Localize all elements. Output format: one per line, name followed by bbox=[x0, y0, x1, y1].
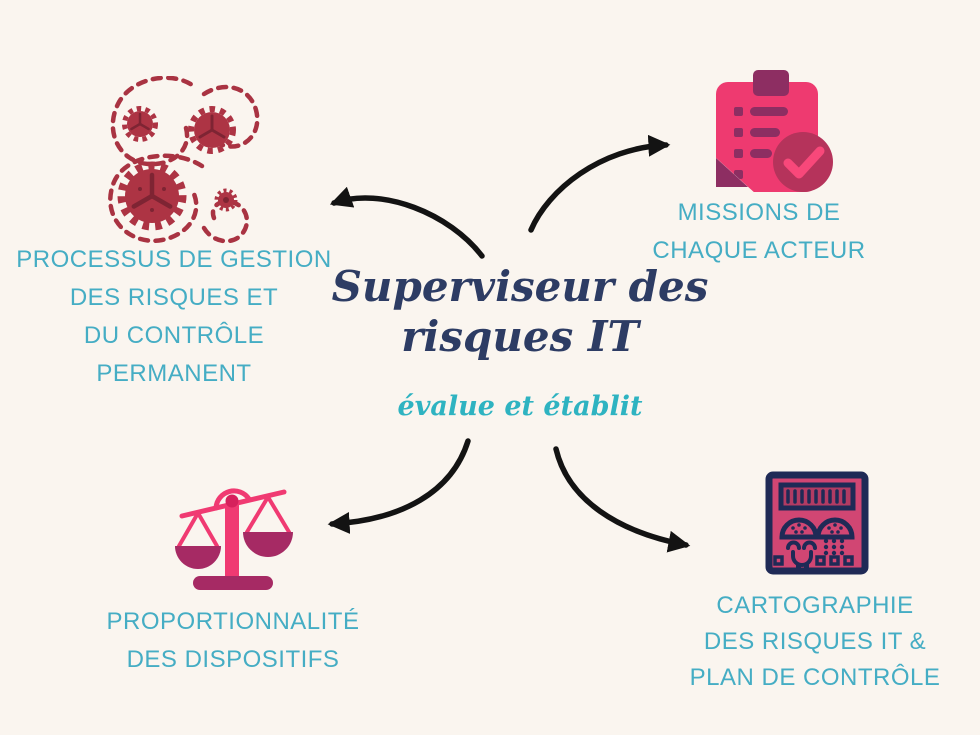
label-line: DES DISPOSITIFS bbox=[126, 646, 340, 673]
scale-pan-right bbox=[243, 532, 293, 557]
gears-process-icon bbox=[108, 76, 260, 244]
label-proportionnalite: PROPORTIONNALITÉ DES DISPOSITIFS bbox=[66, 603, 400, 679]
label-line: CHAQUE ACTEUR bbox=[652, 237, 866, 264]
center-title-line2: risques IT bbox=[401, 312, 639, 361]
center-title: Superviseur des risques IT bbox=[310, 262, 730, 362]
label-line: PLAN DE CONTRÔLE bbox=[689, 664, 941, 691]
gauge-dome-right bbox=[815, 517, 855, 540]
gear-large-bottom-left bbox=[117, 161, 187, 231]
gear-tiny-bottom-right bbox=[214, 188, 238, 212]
page-fold-flap bbox=[716, 158, 748, 187]
clipboard-check-icon bbox=[714, 70, 833, 194]
label-line: DES RISQUES ET bbox=[69, 284, 279, 311]
check-badge bbox=[773, 132, 833, 192]
label-line: MISSIONS DE bbox=[677, 199, 841, 226]
label-cartographie: CARTOGRAPHIE DES RISQUES IT & PLAN DE CO… bbox=[653, 588, 977, 696]
arrow-to-top-right bbox=[528, 134, 671, 233]
gauge-dome-left bbox=[779, 517, 819, 540]
center-node: Superviseur des risques IT évalue et éta… bbox=[310, 262, 730, 424]
label-line: PERMANENT bbox=[96, 360, 252, 387]
label-line: PROCESSUS DE GESTION bbox=[16, 246, 332, 273]
gear-small-top-left bbox=[122, 106, 158, 142]
center-title-line1: Superviseur des bbox=[331, 262, 709, 311]
center-subtitle: évalue et établit bbox=[397, 391, 643, 422]
label-processus-gestion: PROCESSUS DE GESTION DES RISQUES ET DU C… bbox=[8, 241, 340, 393]
check-mark bbox=[783, 146, 825, 179]
label-line: PROPORTIONNALITÉ bbox=[106, 608, 360, 635]
label-missions-acteur: MISSIONS DE CHAQUE ACTEUR bbox=[598, 194, 920, 270]
control-panel-icon bbox=[765, 471, 869, 575]
arrow-to-bottom-right bbox=[553, 446, 691, 553]
gear-medium-top-right bbox=[188, 106, 236, 154]
scale-pan-left bbox=[175, 546, 221, 569]
arrow-to-top-left bbox=[329, 186, 485, 259]
label-line: CARTOGRAPHIE bbox=[716, 592, 914, 619]
label-line: DU CONTRÔLE bbox=[83, 322, 265, 349]
balance-scale-icon bbox=[175, 488, 293, 590]
label-line: DES RISQUES IT & bbox=[703, 628, 927, 655]
arrow-to-bottom-left bbox=[327, 438, 471, 534]
